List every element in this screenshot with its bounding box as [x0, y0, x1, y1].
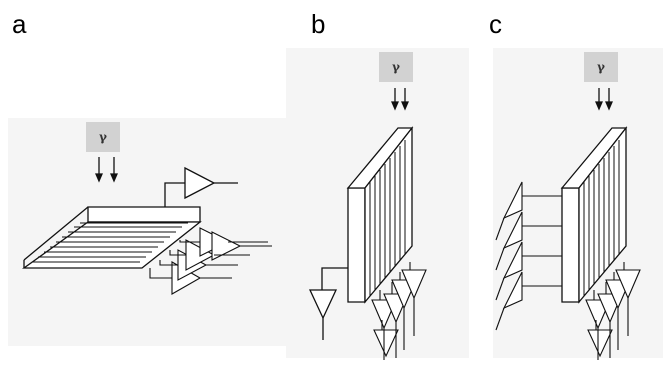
panel-c-label: c: [489, 9, 502, 39]
gamma-source-box-a: γ: [86, 122, 120, 152]
amplifier-top-a: [164, 166, 238, 207]
incident-arrows-a: [95, 157, 118, 183]
incident-arrows-c: [595, 88, 613, 111]
gamma-source-box-b: γ: [379, 52, 413, 82]
gamma-symbol: γ: [392, 60, 400, 74]
panel-b-label: b: [311, 9, 326, 39]
incident-arrows-b: [391, 88, 409, 111]
amplifier-array-a: [149, 227, 272, 295]
amplifier-array-b: [371, 262, 427, 360]
horizontal-slab-detector-a: [21, 206, 202, 269]
amplifier-left-b: [308, 267, 348, 340]
vertical-slab-detector-c: [560, 126, 628, 304]
vertical-slab-detector-b: [346, 126, 414, 304]
gamma-symbol: γ: [597, 60, 605, 74]
gamma-symbol: γ: [99, 130, 107, 144]
gamma-source-box-c: γ: [584, 52, 618, 82]
amplifier-array-bottom-c: [585, 262, 641, 360]
panel-a-label: a: [12, 9, 27, 39]
amplifier-array-left-c: [495, 181, 562, 331]
